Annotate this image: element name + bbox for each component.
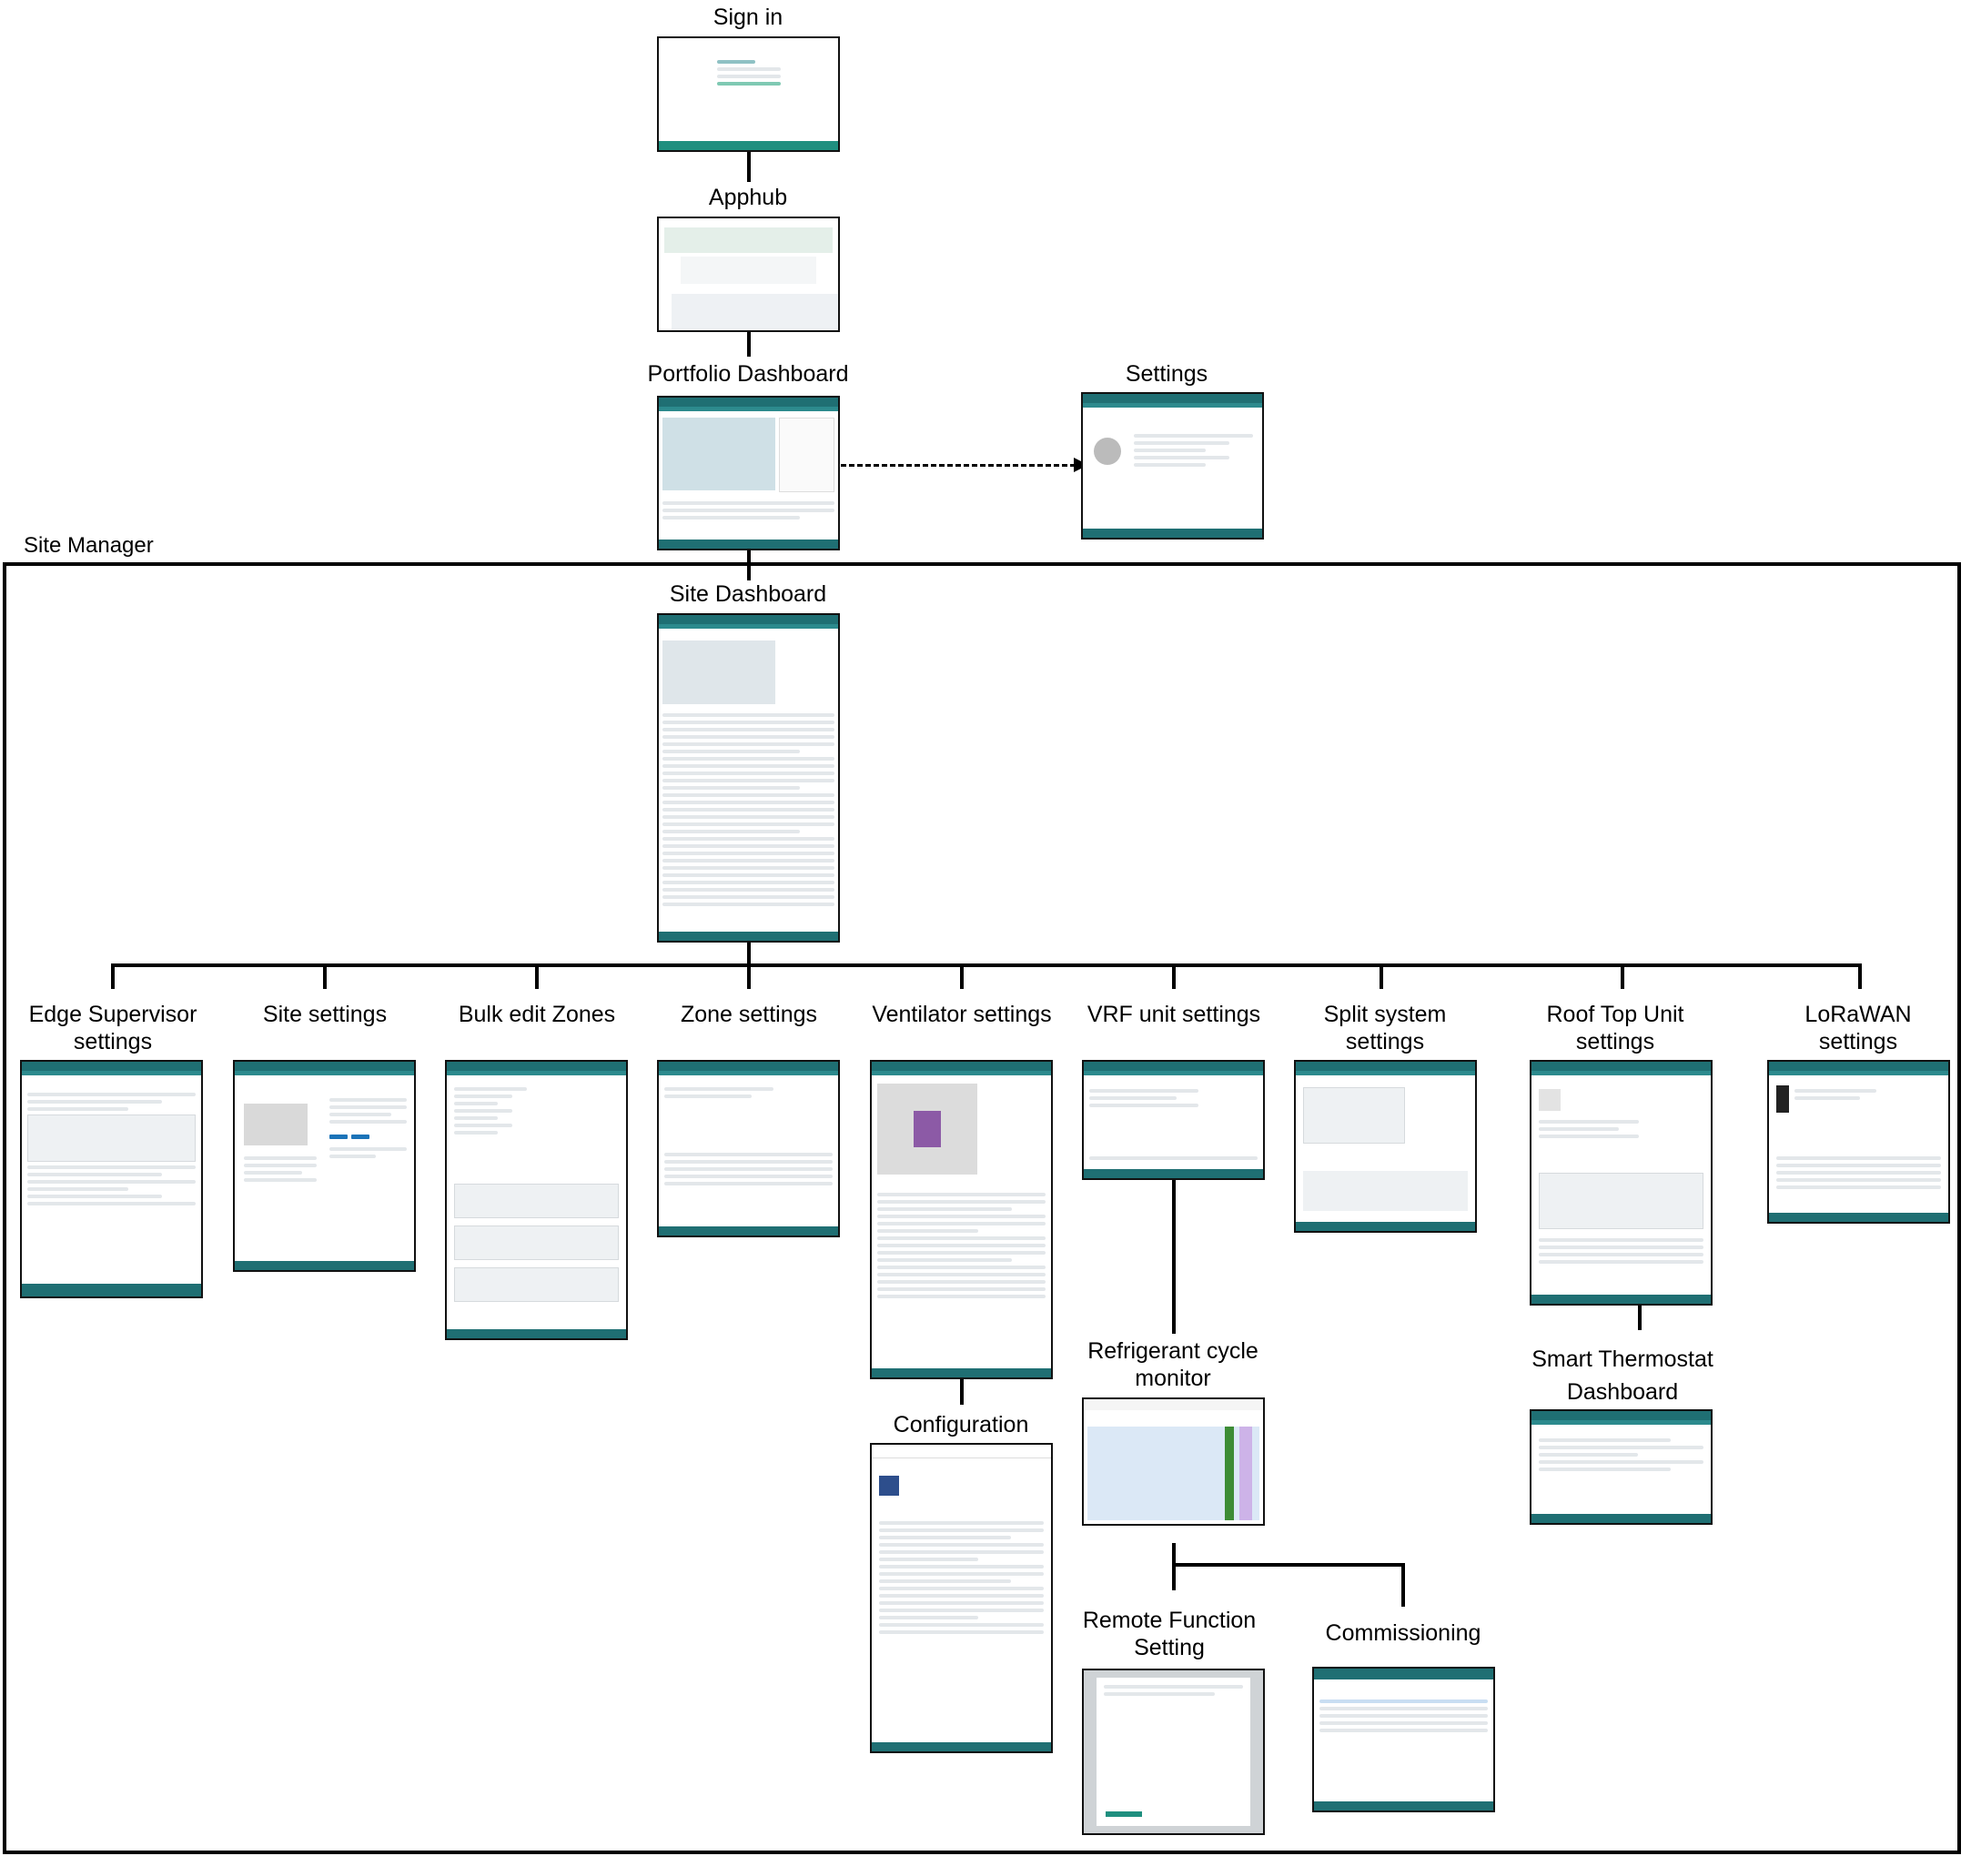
thumbnail-settings	[1081, 392, 1264, 540]
connector-apphub-portfolio	[747, 331, 751, 357]
thumbnail-bulk-edit-zones	[445, 1060, 628, 1340]
label-bulk-edit-zones: Bulk edit Zones	[458, 1002, 616, 1027]
label-edge-supervisor-text: Edge Supervisor settings	[28, 1002, 197, 1054]
label-settings: Settings	[1125, 361, 1208, 387]
label-remote-function: Remote Function Setting	[1083, 1607, 1256, 1661]
label-zone-settings: Zone settings	[680, 1002, 818, 1027]
thumbnail-remote-function-setting	[1082, 1669, 1265, 1835]
connector-drop-site-settings	[323, 963, 327, 989]
connector-drop-lorawan	[1858, 963, 1862, 989]
label-portfolio-dashboard: Portfolio Dashboard	[647, 361, 849, 387]
label-lorawan-text: LoRaWAN settings	[1804, 1002, 1912, 1054]
label-apphub: Apphub	[708, 185, 788, 210]
thumbnail-configuration	[870, 1443, 1053, 1753]
connector-bus-horizontal	[111, 963, 1862, 967]
connector-drop-zone	[747, 963, 751, 989]
label-split-system-text: Split system settings	[1323, 1002, 1447, 1054]
connector-drop-split	[1380, 963, 1383, 989]
label-roof-top-unit: Roof Top Unit settings	[1546, 1001, 1683, 1055]
thumbnail-edge-supervisor	[20, 1060, 203, 1298]
connector-site-dashboard-bus	[747, 941, 751, 966]
connector-drop-edge	[111, 963, 115, 989]
label-roof-top-unit-text: Roof Top Unit settings	[1546, 1002, 1684, 1054]
connector-drop-rtu	[1621, 963, 1624, 989]
thumbnail-roof-top-unit	[1530, 1060, 1713, 1306]
thumbnail-sign-in	[657, 36, 840, 152]
label-site-dashboard: Site Dashboard	[669, 581, 827, 607]
label-commissioning: Commissioning	[1325, 1620, 1481, 1646]
label-edge-supervisor: Edge Supervisor settings	[29, 1001, 197, 1055]
connector-drop-ventilator	[960, 963, 964, 989]
thumbnail-site-dashboard	[657, 613, 840, 943]
connector-portfolio-site-dashboard	[747, 550, 751, 580]
label-site-settings: Site settings	[262, 1002, 388, 1027]
thumbnail-vrf-unit-settings	[1082, 1060, 1265, 1180]
thumbnail-commissioning	[1312, 1667, 1495, 1812]
site-manager-section-label: Site Manager	[24, 533, 154, 558]
connector-rtu-thermostat	[1638, 1305, 1642, 1330]
label-remote-function-text: Remote Function Setting	[1082, 1608, 1257, 1660]
thumbnail-smart-thermostat	[1530, 1409, 1713, 1525]
label-smart-thermostat-text: Smart Thermostat Dashboard	[1531, 1346, 1713, 1405]
connector-refrigerant-bus	[1172, 1543, 1176, 1590]
label-split-system: Split system settings	[1324, 1001, 1447, 1055]
connector-ventilator-configuration	[960, 1377, 964, 1405]
label-smart-thermostat: Smart Thermostat Dashboard	[1531, 1343, 1713, 1408]
label-configuration: Configuration	[893, 1412, 1029, 1437]
thumbnail-site-settings	[233, 1060, 416, 1272]
connector-vrf-refrigerant	[1172, 1179, 1176, 1334]
connector-drop-vrf	[1172, 963, 1176, 989]
connector-portfolio-settings	[841, 464, 1076, 467]
thumbnail-split-system	[1294, 1060, 1477, 1233]
connector-signin-apphub	[747, 151, 751, 182]
site-manager-frame	[3, 562, 1961, 1854]
connector-drop-bulk	[535, 963, 539, 989]
thumbnail-lorawan	[1767, 1060, 1950, 1224]
connector-refrigerant-bus-horizontal	[1172, 1563, 1405, 1567]
label-refrigerant-cycle-monitor-text: Refrigerant cycle monitor	[1087, 1338, 1258, 1391]
thumbnail-portfolio-dashboard	[657, 396, 840, 550]
connector-drop-commissioning	[1401, 1563, 1405, 1607]
label-sign-in: Sign in	[713, 5, 783, 30]
thumbnail-zone-settings	[657, 1060, 840, 1237]
label-ventilator-settings: Ventilator settings	[872, 1002, 1052, 1027]
thumbnail-refrigerant-cycle-monitor	[1082, 1397, 1265, 1526]
label-vrf-unit-settings: VRF unit settings	[1087, 1002, 1261, 1027]
label-refrigerant-cycle-monitor: Refrigerant cycle monitor	[1087, 1337, 1258, 1392]
label-lorawan: LoRaWAN settings	[1804, 1001, 1911, 1055]
thumbnail-ventilator-settings	[870, 1060, 1053, 1379]
thumbnail-apphub	[657, 217, 840, 332]
